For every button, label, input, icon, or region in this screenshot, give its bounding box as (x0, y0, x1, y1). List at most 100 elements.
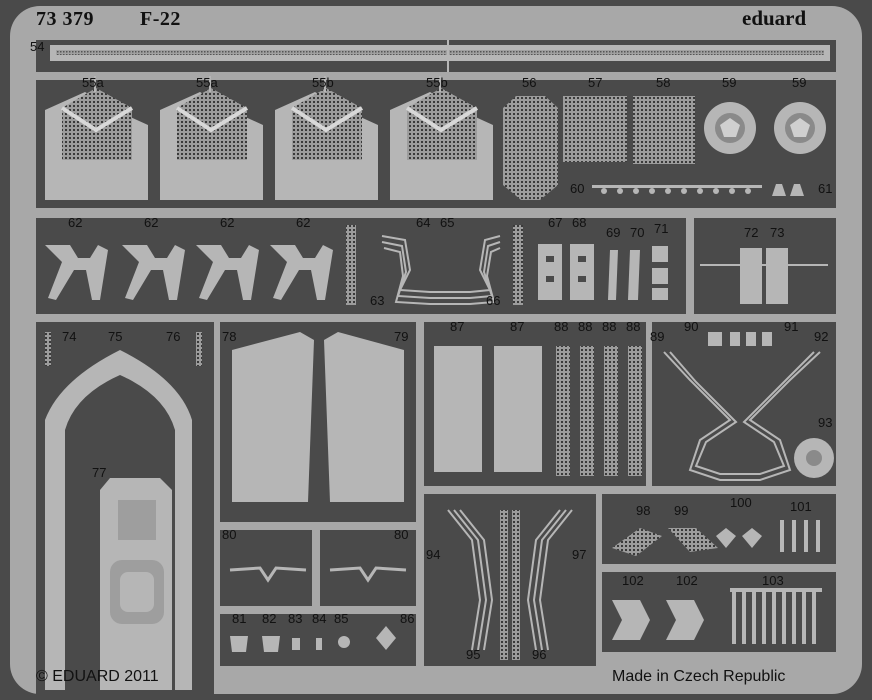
part-label-88-1: 88 (554, 319, 569, 334)
part-label-71: 71 (654, 221, 669, 236)
part-64-65-belts (381, 235, 501, 305)
part-77-panel (100, 478, 172, 690)
part-label-100: 100 (730, 495, 752, 510)
part-59-wheel-2 (774, 102, 826, 154)
part-69-70-71 (608, 246, 668, 300)
part-label-77: 77 (92, 465, 107, 480)
part-label-60: 60 (570, 181, 585, 196)
part-label-82: 82 (262, 611, 277, 626)
part-label-89: 89 (650, 329, 665, 344)
part-87-plate-2 (494, 346, 542, 472)
part-label-81: 81 (232, 611, 247, 626)
part-54-strip (50, 40, 830, 72)
part-label-56: 56 (522, 75, 537, 90)
part-label-73: 73 (770, 225, 785, 240)
part-label-85: 85 (334, 611, 349, 626)
part-label-97: 97 (572, 547, 587, 562)
part-label-54: 54 (30, 39, 45, 54)
part-label-75: 75 (108, 329, 123, 344)
origin: Made in Czech Republic (612, 668, 786, 685)
part-79-door (324, 332, 404, 502)
part-label-63: 63 (370, 293, 385, 308)
part-label-72: 72 (744, 225, 759, 240)
part-55a-1 (45, 76, 148, 200)
part-100 (716, 528, 762, 548)
part-label-76: 76 (166, 329, 181, 344)
part-label-101: 101 (790, 499, 812, 514)
part-label-103: 103 (762, 573, 784, 588)
part-label-68: 68 (572, 215, 587, 230)
model-name: F-22 (140, 8, 181, 30)
part-label-80-2: 80 (394, 527, 409, 542)
part-label-96: 96 (532, 647, 547, 662)
part-label-84: 84 (312, 611, 327, 626)
part-label-102-2: 102 (676, 573, 698, 588)
part-label-102-1: 102 (622, 573, 644, 588)
part-label-78: 78 (222, 329, 237, 344)
part-label-55b-1: 55b (312, 75, 334, 90)
part-88-strips (556, 346, 642, 476)
part-label-57: 57 (588, 75, 603, 90)
part-81-86-set (230, 626, 396, 652)
part-label-86: 86 (400, 611, 415, 626)
part-99 (668, 528, 718, 552)
part-72-73 (700, 248, 828, 304)
part-label-83: 83 (288, 611, 303, 626)
copyright: © EDUARD 2011 (36, 668, 159, 685)
part-label-55a-2: 55a (196, 75, 218, 90)
part-58-mesh (633, 96, 695, 164)
part-90-91-buckles (708, 332, 772, 346)
part-label-61: 61 (818, 181, 833, 196)
part-label-59-2: 59 (792, 75, 807, 90)
part-67-68 (538, 244, 594, 300)
part-label-62-2: 62 (144, 215, 159, 230)
part-102-pair (612, 600, 704, 640)
part-label-62-3: 62 (220, 215, 235, 230)
part-label-91: 91 (784, 319, 799, 334)
part-89-92-harness (663, 351, 821, 481)
part-label-98: 98 (636, 503, 651, 518)
part-label-88-3: 88 (602, 319, 617, 334)
part-label-88-2: 88 (578, 319, 593, 334)
part-label-79: 79 (394, 329, 409, 344)
part-75-canopy-frame (45, 350, 192, 690)
set-number: 73 379 (36, 8, 94, 30)
part-55a-2 (160, 76, 263, 200)
part-93-gear (794, 438, 834, 478)
part-label-55a-1: 55a (82, 75, 104, 90)
part-label-66: 66 (486, 293, 501, 308)
part-label-67: 67 (548, 215, 563, 230)
part-98 (612, 528, 662, 556)
part-label-87-1: 87 (450, 319, 465, 334)
part-56-mesh (503, 96, 558, 200)
brand-logo: eduard (742, 6, 807, 30)
part-80-pair (229, 566, 407, 583)
part-label-69: 69 (606, 225, 621, 240)
part-label-65: 65 (440, 215, 455, 230)
part-label-93: 93 (818, 415, 833, 430)
part-74-strip (45, 332, 51, 366)
part-61 (772, 184, 804, 196)
part-label-58: 58 (656, 75, 671, 90)
part-76-strip (196, 332, 202, 366)
part-label-64: 64 (416, 215, 431, 230)
part-label-59-1: 59 (722, 75, 737, 90)
part-60-strip (592, 185, 762, 194)
part-101 (780, 520, 820, 552)
part-label-94: 94 (426, 547, 441, 562)
part-label-62-1: 62 (68, 215, 83, 230)
part-label-99: 99 (674, 503, 689, 518)
part-label-92: 92 (814, 329, 829, 344)
part-55b-2 (390, 76, 493, 200)
part-103-comb (730, 588, 822, 644)
part-label-87-2: 87 (510, 319, 525, 334)
part-57-mesh (563, 96, 627, 162)
part-66-strip (513, 225, 523, 305)
part-label-88-4: 88 (626, 319, 641, 334)
part-59-wheel-1 (704, 102, 756, 154)
part-label-95: 95 (466, 647, 481, 662)
part-label-74: 74 (62, 329, 77, 344)
part-label-80-1: 80 (222, 527, 237, 542)
part-95-96-strips (500, 510, 520, 660)
